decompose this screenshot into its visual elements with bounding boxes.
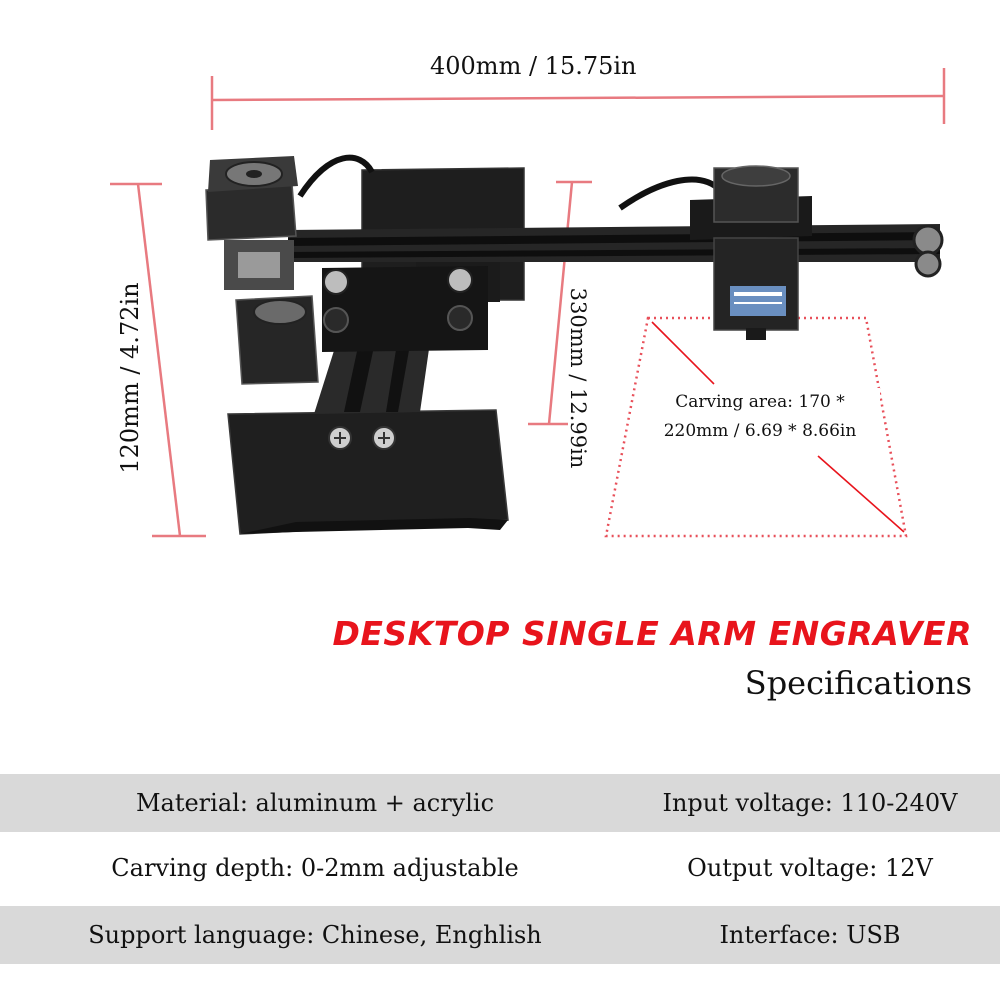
spec-row: Carving depth: 0-2mm adjustable Output v… — [0, 839, 1000, 897]
engraver-product-diagram — [110, 68, 946, 538]
width-label: 400mm / 15.75in — [430, 52, 637, 80]
carving-area-line-1: Carving area: 170 * — [675, 392, 845, 412]
carving-area-label: Carving area: 170 * 220mm / 6.69 * 8.66i… — [640, 388, 880, 446]
width-dimension-line — [210, 68, 946, 130]
specifications-heading: Specifications — [744, 664, 972, 702]
carving-area-pointers — [651, 321, 905, 533]
engraver-machine — [205, 154, 944, 535]
spec-carving-depth: Carving depth: 0-2mm adjustable — [111, 854, 519, 882]
spec-row: Material: aluminum + acrylic Input volta… — [0, 774, 1000, 832]
spec-support-language: Support language: Chinese, Enghlish — [88, 921, 542, 949]
product-title: DESKTOP SINGLE ARM ENGRAVER — [332, 614, 972, 653]
height-dimension-line — [110, 182, 206, 538]
spec-input-voltage: Input voltage: 110-240V — [662, 789, 958, 817]
spec-row: Support language: Chinese, Enghlish Inte… — [0, 906, 1000, 964]
spec-material: Material: aluminum + acrylic — [135, 789, 495, 817]
depth-dimension-line — [528, 180, 592, 426]
spec-interface: Interface: USB — [719, 921, 901, 949]
height-label: 120mm / 4.72in — [116, 282, 144, 474]
spec-output-voltage: Output voltage: 12V — [687, 854, 933, 882]
carving-area-line-2: 220mm / 6.69 * 8.66in — [663, 421, 857, 441]
depth-label: 330mm / 12.99in — [566, 287, 590, 469]
